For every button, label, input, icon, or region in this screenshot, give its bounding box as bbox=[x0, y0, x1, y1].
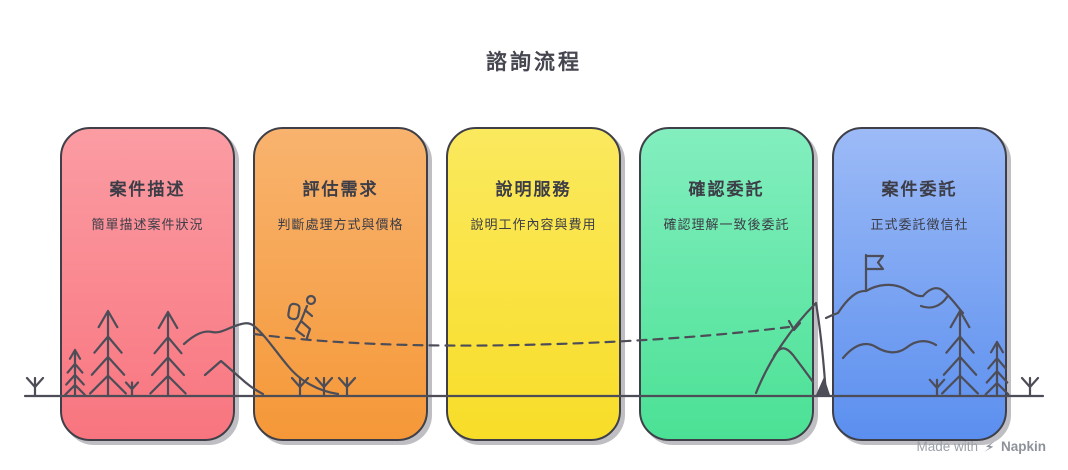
step-card-3: 說明服務 說明工作內容與費用 bbox=[446, 127, 621, 441]
watermark-made-with: Made with bbox=[916, 439, 978, 454]
step-card-5: 案件委託 正式委託徵信社 bbox=[832, 127, 1007, 441]
quill-bolt-icon bbox=[983, 441, 995, 452]
step-title: 案件委託 bbox=[881, 180, 958, 199]
step-subtitle: 判斷處理方式與價格 bbox=[277, 217, 404, 232]
step-card-2: 評估需求 判斷處理方式與價格 bbox=[253, 127, 428, 441]
sprout-icon bbox=[1020, 376, 1040, 398]
step-subtitle: 正式委託徵信社 bbox=[870, 217, 969, 232]
page-title: 諮詢流程 bbox=[486, 51, 582, 74]
step-subtitle: 確認理解一致後委託 bbox=[663, 217, 790, 232]
watermark-brand: Napkin bbox=[1000, 439, 1046, 454]
step-title: 說明服務 bbox=[495, 180, 572, 199]
step-title: 評估需求 bbox=[302, 180, 379, 199]
watermark: Made with Napkin bbox=[916, 439, 1046, 454]
step-card-4: 確認委託 確認理解一致後委託 bbox=[639, 127, 814, 441]
step-subtitle: 簡單描述案件狀況 bbox=[91, 217, 204, 232]
step-subtitle: 說明工作內容與費用 bbox=[470, 217, 597, 232]
step-title: 確認委託 bbox=[688, 180, 765, 199]
sprout-icon bbox=[25, 376, 45, 398]
step-title: 案件描述 bbox=[109, 180, 186, 199]
step-card-1: 案件描述 簡單描述案件狀況 bbox=[60, 127, 235, 441]
